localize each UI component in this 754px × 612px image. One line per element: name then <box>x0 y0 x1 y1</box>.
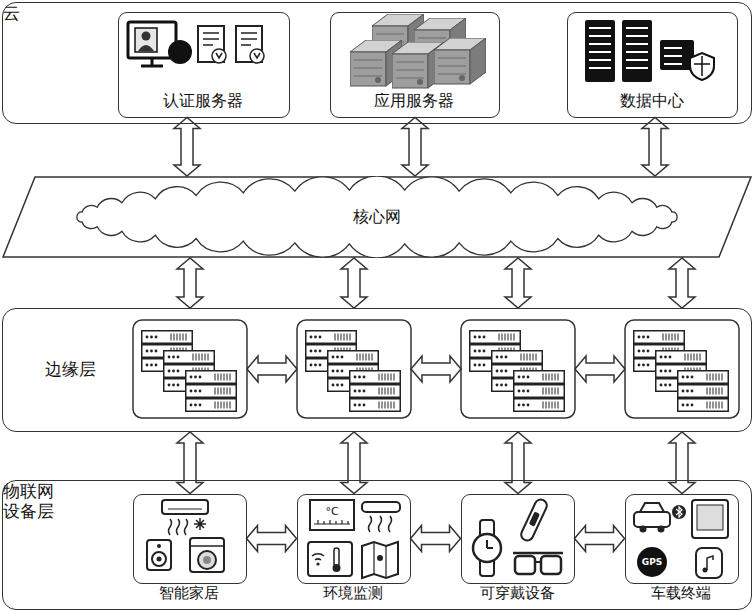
edge-link-arrow <box>247 356 297 382</box>
auth-icon <box>128 22 264 66</box>
server-box: 应用服务器 <box>330 12 500 118</box>
device-box: 环境监测 <box>297 494 411 584</box>
connector-arrow <box>642 118 668 177</box>
server-unit <box>306 331 357 344</box>
connector-arrow <box>177 258 203 308</box>
core-network-band: 核心网 <box>2 176 752 258</box>
server-unit <box>678 371 729 384</box>
cloud-layer-band: 认证服务器 应用服务器 数据中心 云 <box>2 2 752 124</box>
network-label: 核心网 <box>353 207 401 226</box>
device-label: 环境监测 <box>323 584 383 602</box>
server-unit <box>186 371 237 384</box>
connector-arrow <box>411 526 461 552</box>
server-box: 认证服务器 <box>118 12 290 118</box>
device-label: 智能家居 <box>159 584 219 602</box>
server-unit <box>350 371 401 384</box>
layer-title: 云 <box>3 3 20 23</box>
server-unit <box>678 399 729 412</box>
server-unit <box>186 399 237 412</box>
connector-arrow <box>341 432 367 494</box>
wearable-icon <box>473 498 563 576</box>
connector-arrow <box>341 258 367 308</box>
layer-title: 物联网 设备层 <box>3 481 63 522</box>
server-unit <box>514 385 565 398</box>
server-unit <box>142 331 193 344</box>
edge-link-arrow <box>575 356 625 382</box>
connector-arrow <box>174 118 200 177</box>
device-box: 智能家居 <box>133 494 247 584</box>
connector-arrow <box>575 526 625 552</box>
app-server-icon <box>350 14 486 88</box>
smart-home-icon <box>147 500 224 572</box>
edge-server-box <box>297 320 411 418</box>
datacenter-icon <box>585 20 714 82</box>
edge-server-box <box>133 320 247 418</box>
device-layer-band: 智能家居环境监测可穿戴设备车载终端物联网 设备层 <box>2 480 752 610</box>
edge-servers <box>133 320 739 418</box>
server-unit <box>514 371 565 384</box>
layer-title: 边缘层 <box>45 359 96 379</box>
connector-arrow <box>247 526 297 552</box>
device-box: 可穿戴设备 <box>461 494 575 584</box>
connector-arrow <box>669 432 695 494</box>
server-unit <box>350 385 401 398</box>
server-unit <box>186 385 237 398</box>
server-unit <box>328 351 379 364</box>
device-label: 车载终端 <box>651 584 711 602</box>
server-unit <box>634 331 685 344</box>
server-unit <box>350 399 401 412</box>
edge-server-box <box>625 320 739 418</box>
server-unit <box>514 399 565 412</box>
connector-arrow <box>669 258 695 308</box>
connector-arrow <box>402 118 428 177</box>
server-label: 认证服务器 <box>163 91 243 110</box>
server-unit <box>164 351 215 364</box>
edge-link-arrow <box>411 356 461 382</box>
edge-layer-band: 边缘层 <box>2 308 752 432</box>
edge-server-box <box>461 320 575 418</box>
server-unit <box>678 385 729 398</box>
server-box: 数据中心 <box>567 12 738 118</box>
server-label: 数据中心 <box>620 91 684 110</box>
device-box: 车载终端 <box>625 494 739 584</box>
unit-text: °C <box>325 506 338 517</box>
server-unit <box>470 331 521 344</box>
vehicle-icon <box>634 500 728 578</box>
gps-text: GPS <box>642 558 662 567</box>
server-label: 应用服务器 <box>374 91 454 110</box>
connector-arrow <box>177 432 203 494</box>
connector-arrow <box>505 258 531 308</box>
server-unit <box>492 351 543 364</box>
server-unit <box>656 351 707 364</box>
connector-arrow <box>505 432 531 494</box>
device-label: 可穿戴设备 <box>480 584 555 602</box>
environment-icon <box>308 500 400 578</box>
